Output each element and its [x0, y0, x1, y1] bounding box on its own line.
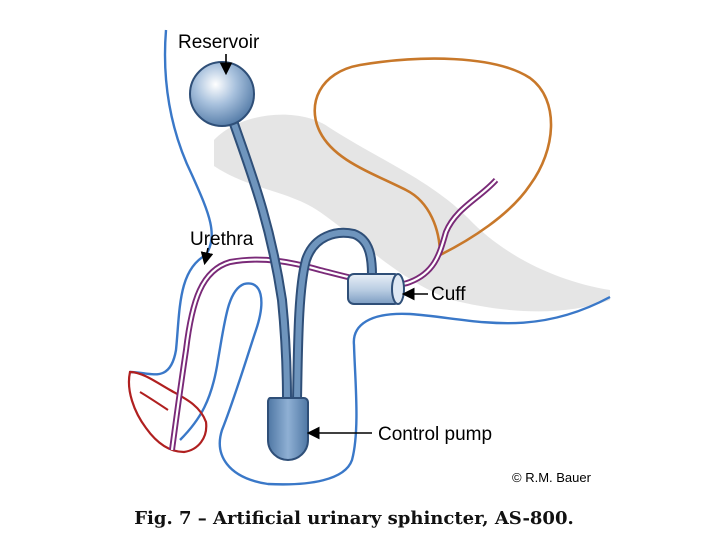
- control-pump: [267, 397, 309, 462]
- bladder-outline: [313, 57, 553, 257]
- cuff-device: [347, 273, 405, 305]
- penis-underside-outline: [179, 282, 611, 486]
- cuff-label: Cuff: [431, 284, 466, 305]
- glans-crease: [139, 391, 169, 411]
- penis-outline: [129, 253, 207, 376]
- reservoir-tube-inner: [229, 115, 290, 403]
- urethra-arrow: [200, 247, 214, 266]
- urethra-label: Urethra: [190, 229, 254, 250]
- pelvic-bone-shadow: [214, 114, 610, 312]
- glans-outline: [127, 370, 208, 454]
- reservoir-label: Reservoir: [178, 32, 260, 53]
- control-pump-label: Control pump: [378, 424, 492, 445]
- reservoir-balloon: [189, 61, 255, 127]
- body-outline-upper: [163, 29, 213, 256]
- urethra-lumen: [170, 179, 497, 451]
- cuff-tube-inner: [294, 229, 375, 403]
- copyright-credit: © R.M. Bauer: [512, 470, 592, 485]
- figure-caption: Fig. 7 – Artificial urinary sphincter, A…: [134, 508, 574, 529]
